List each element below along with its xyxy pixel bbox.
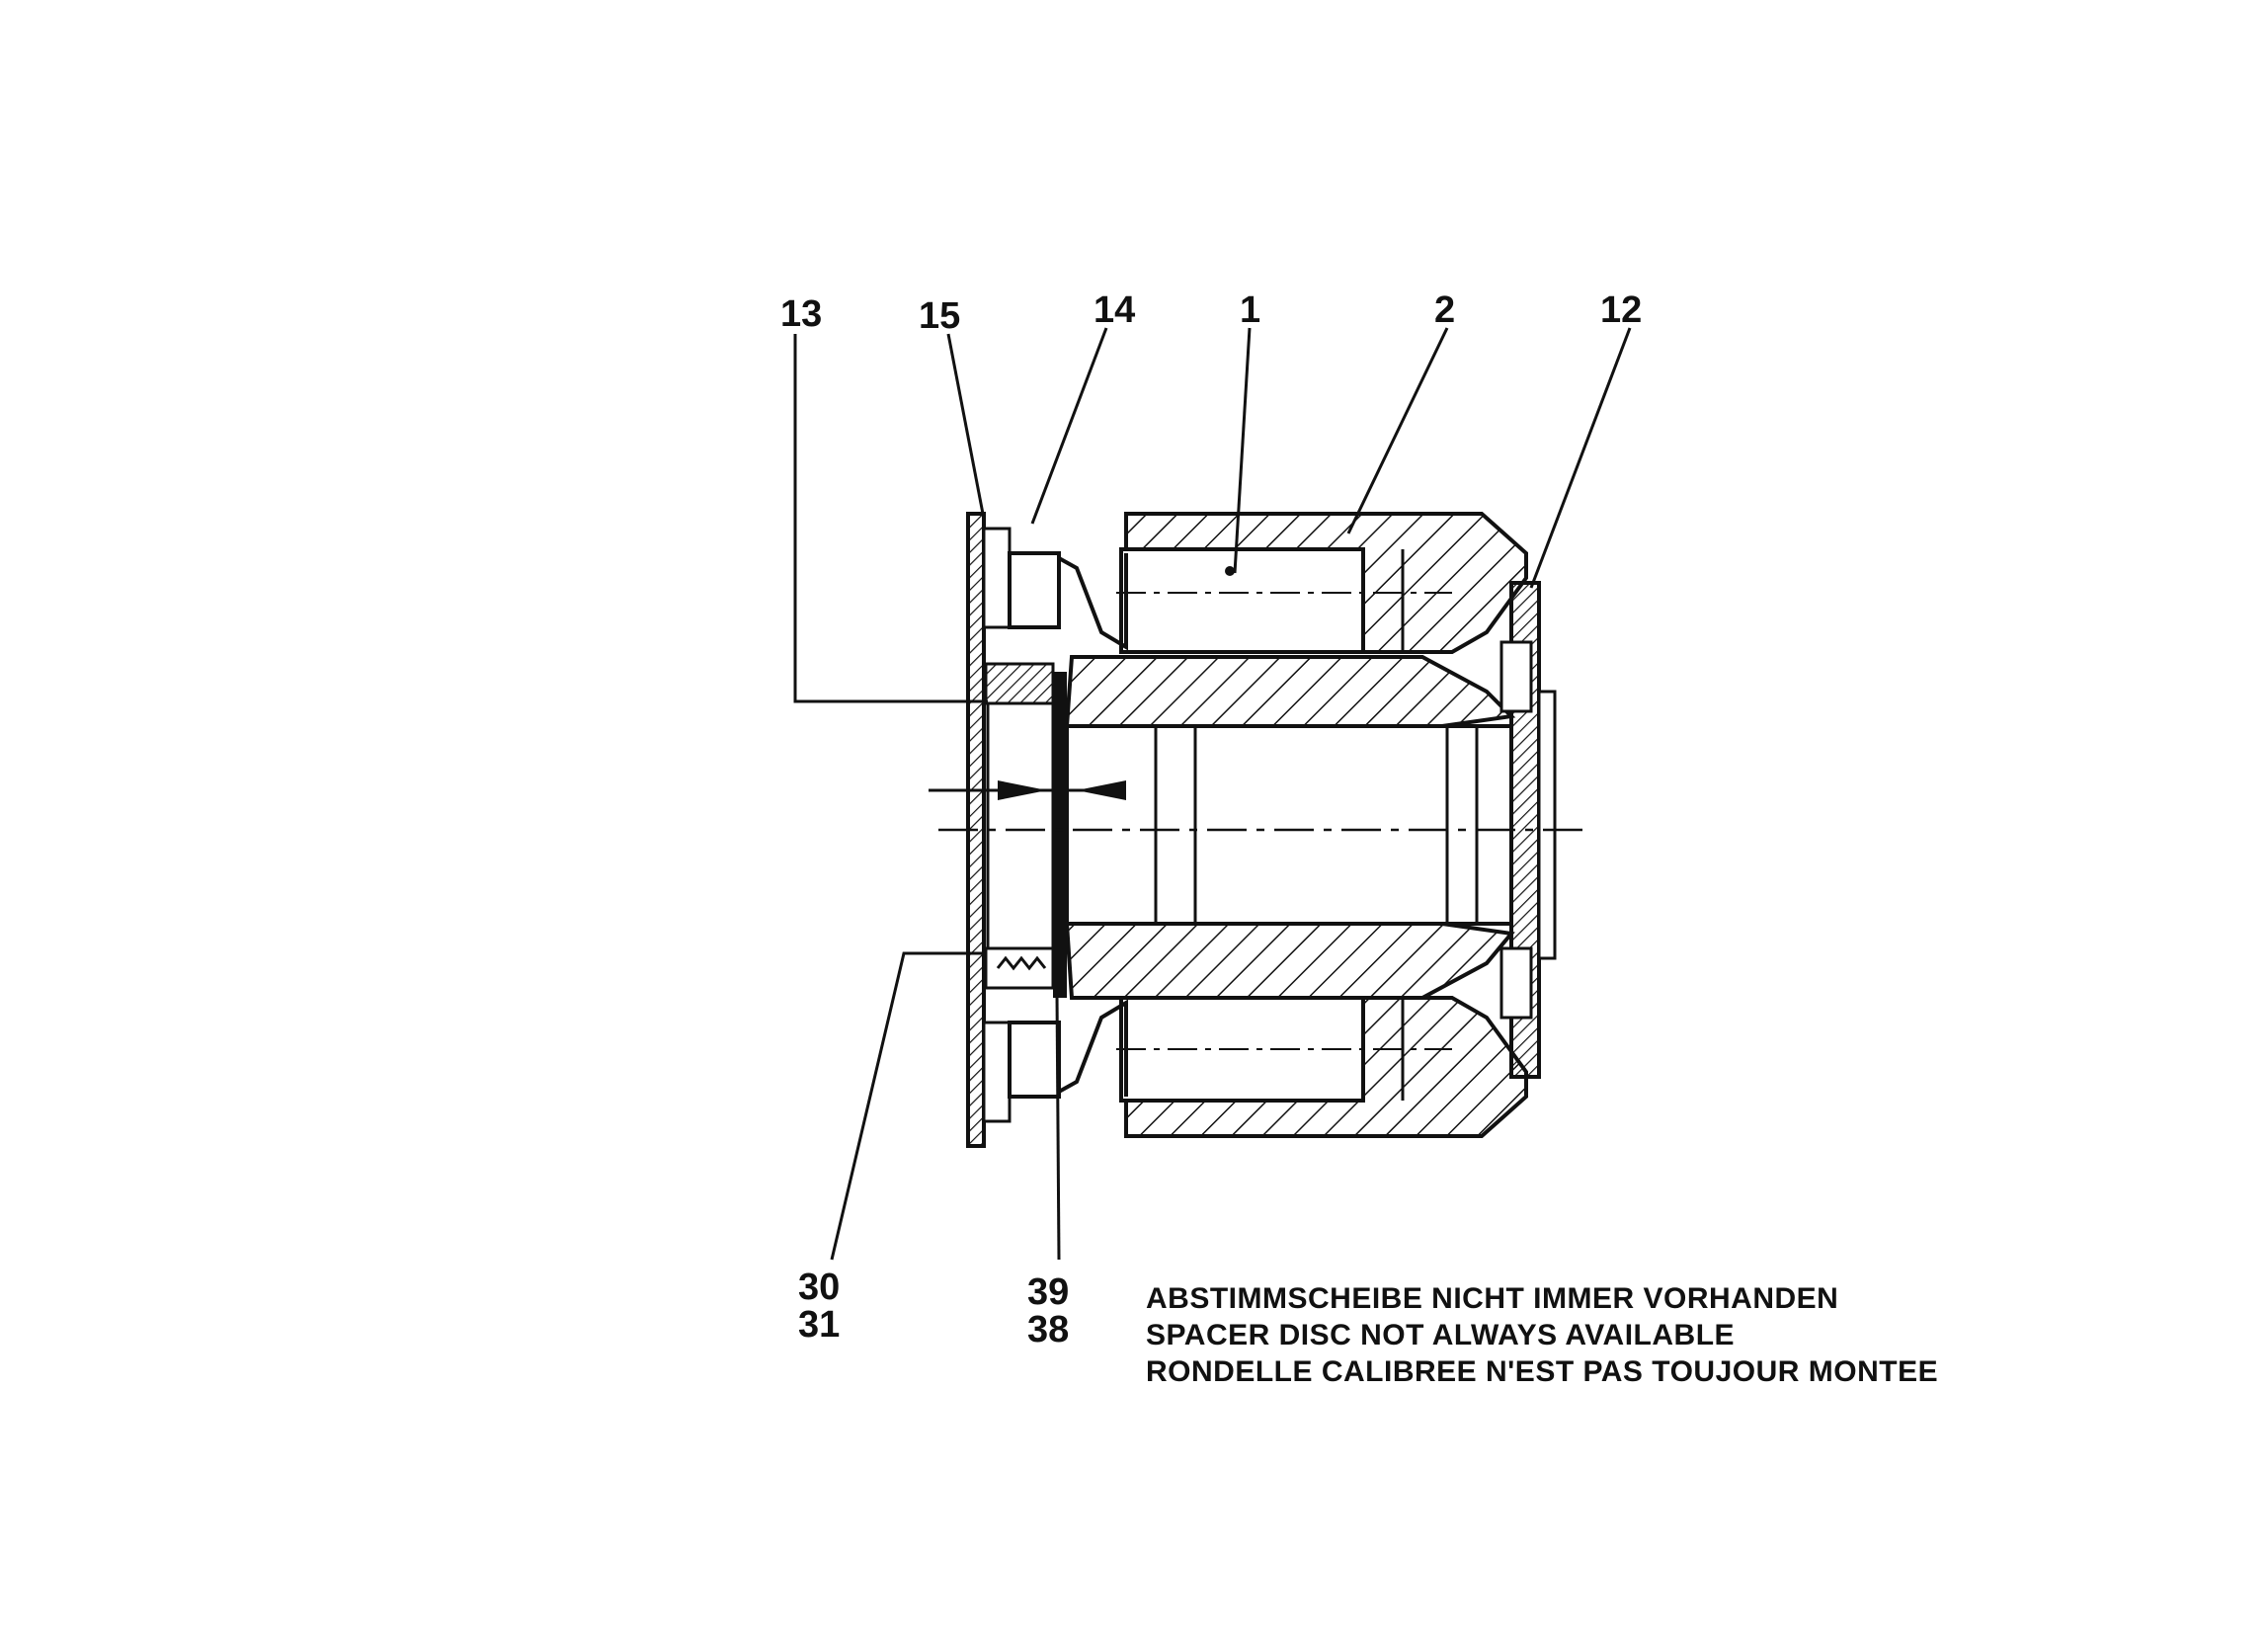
spring-coil — [996, 955, 1047, 971]
callout-1: 1 — [1240, 289, 1260, 331]
callout-2: 2 — [1434, 289, 1455, 331]
shaft-bore — [1065, 724, 1513, 926]
cylinder-block-inner-lower — [1064, 922, 1515, 1000]
callout-13: 13 — [780, 293, 822, 335]
piston-bore-upper — [1119, 547, 1365, 654]
callout-12: 12 — [1600, 289, 1642, 331]
spacer-disc-note: ABSTIMMSCHEIBE NICHT IMMER VORHANDEN SPA… — [1146, 1280, 1938, 1390]
note-line-english: SPACER DISC NOT ALWAYS AVAILABLE — [1146, 1319, 1736, 1351]
cylinder-block-inner-upper — [1064, 655, 1516, 728]
callout-15: 15 — [919, 295, 960, 337]
callout-38: 38 — [1027, 1309, 1069, 1350]
note-line-french: RONDELLE CALIBREE N'EST PAS TOUJOUR MONT… — [1146, 1355, 1939, 1388]
spacer-disc — [1053, 672, 1067, 998]
note-line-german: ABSTIMMSCHEIBE NICHT IMMER VORHANDEN — [1146, 1282, 1839, 1315]
leader-lines — [793, 327, 1632, 1261]
callout-39: 39 — [1027, 1271, 1069, 1313]
callout-31: 31 — [798, 1304, 840, 1346]
callout-30: 30 — [798, 1267, 840, 1308]
retaining-ring — [984, 662, 1055, 705]
callout-14: 14 — [1094, 289, 1135, 331]
